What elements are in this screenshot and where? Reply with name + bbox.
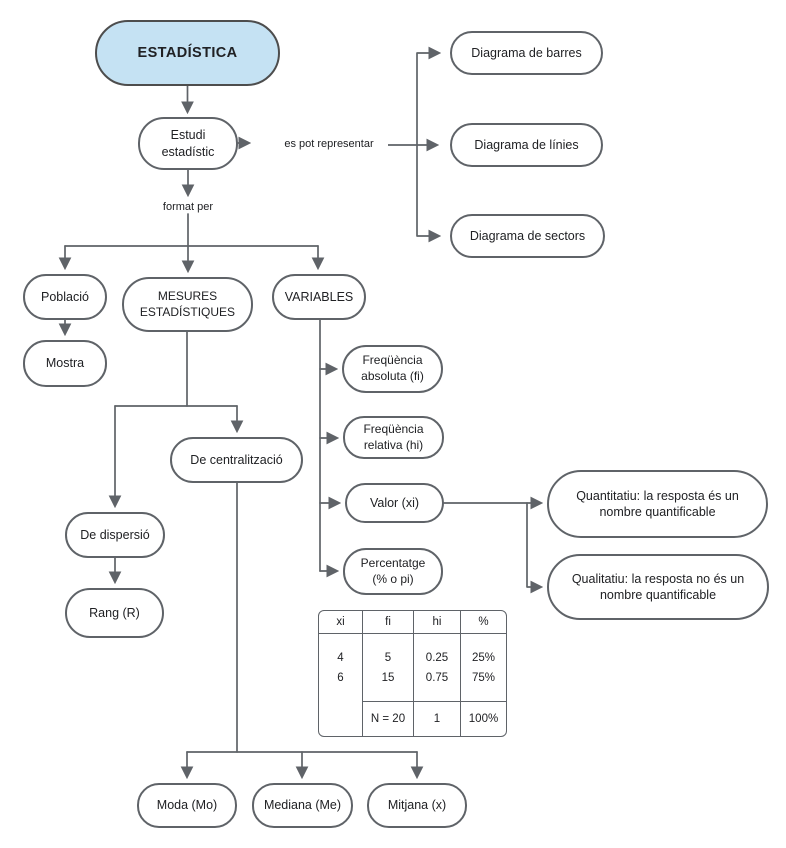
table-cell: 15 bbox=[381, 671, 395, 684]
table-total-hi: 1 bbox=[414, 701, 461, 736]
node-valor-xi: Valor (xi) bbox=[345, 483, 444, 523]
table-header-fi: fi bbox=[363, 611, 414, 634]
table-cell: 4 bbox=[337, 651, 344, 664]
node-percentatge: Percentatge (% o pi) bbox=[343, 548, 443, 595]
node-estadistica: ESTADÍSTICA bbox=[95, 20, 280, 86]
frequency-table: xi fi hi % 4 6 5 15 0.25 0.75 25% 75% N … bbox=[318, 610, 507, 737]
edge-label-format-per: format per bbox=[156, 201, 220, 213]
table-total-xi bbox=[319, 701, 363, 736]
node-estudi-estadistic: Estudi estadístic bbox=[138, 117, 238, 170]
node-variables: VARIABLES bbox=[272, 274, 366, 320]
node-de-centralitzacio: De centralització bbox=[170, 437, 303, 483]
table-cell: 5 bbox=[384, 651, 392, 664]
node-rang: Rang (R) bbox=[65, 588, 164, 638]
node-diagrama-de-barres: Diagrama de barres bbox=[450, 31, 603, 75]
node-frequencia-relativa: Freqüència relativa (hi) bbox=[343, 416, 444, 459]
node-frequencia-absoluta: Freqüència absoluta (fi) bbox=[342, 345, 443, 393]
table-header-percent: % bbox=[461, 611, 506, 634]
node-mitjana: Mitjana (x) bbox=[367, 783, 467, 828]
table-cell: 0.25 bbox=[425, 651, 449, 664]
node-diagrama-de-sectors: Diagrama de sectors bbox=[450, 214, 605, 258]
node-qualitatiu: Qualitatiu: la resposta no és un nombre … bbox=[547, 554, 769, 620]
edge-label-es-pot-representar: es pot representar bbox=[270, 138, 388, 150]
table-col-hi: 0.25 0.75 bbox=[414, 634, 461, 701]
table-cell: 75% bbox=[471, 671, 496, 684]
table-header-hi: hi bbox=[414, 611, 461, 634]
table-col-xi: 4 6 bbox=[319, 634, 363, 701]
node-mediana: Mediana (Me) bbox=[252, 783, 353, 828]
table-col-percent: 25% 75% bbox=[461, 634, 506, 701]
node-quantitatiu: Quantitatiu: la resposta és un nombre qu… bbox=[547, 470, 768, 538]
table-cell: 6 bbox=[337, 671, 344, 684]
table-header-xi: xi bbox=[319, 611, 363, 634]
node-mostra: Mostra bbox=[23, 340, 107, 387]
table-total-percent: 100% bbox=[461, 701, 506, 736]
node-de-dispersio: De dispersió bbox=[65, 512, 165, 558]
table-cell: 0.75 bbox=[425, 671, 449, 684]
node-moda: Moda (Mo) bbox=[137, 783, 237, 828]
node-mesures-estadistiques: MESURES ESTADÍSTIQUES bbox=[122, 277, 253, 332]
node-poblacio: Població bbox=[23, 274, 107, 320]
table-cell: 25% bbox=[471, 651, 496, 664]
node-diagrama-de-linies: Diagrama de línies bbox=[450, 123, 603, 167]
table-total-n: N = 20 bbox=[363, 701, 414, 736]
table-col-fi: 5 15 bbox=[363, 634, 414, 701]
